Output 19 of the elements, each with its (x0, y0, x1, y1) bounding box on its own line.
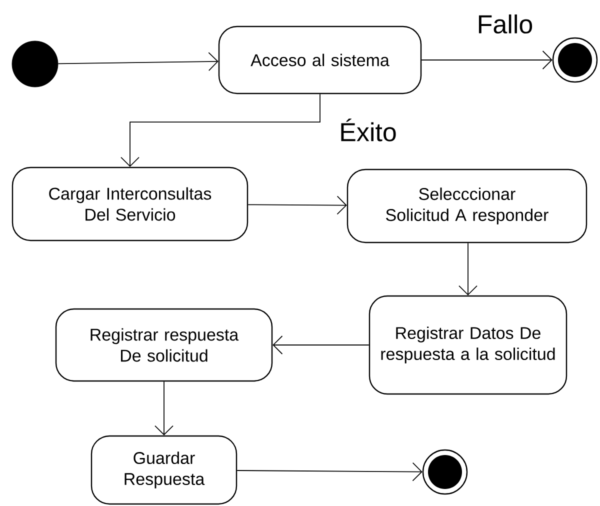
end-node (552, 37, 598, 83)
end-node (422, 449, 468, 495)
arrow (272, 336, 370, 354)
activity-box: Registrar Datos De respuesta a la solicitud (368, 295, 568, 395)
arrow (248, 196, 347, 215)
activity-box: Registrar respuesta De solicitud (55, 308, 273, 382)
arrow (58, 52, 218, 71)
activity-box: Acceso al sistema (218, 26, 422, 94)
start-node (12, 40, 58, 88)
activity-box: Cargar Interconsultas Del Servicio (12, 166, 248, 242)
arrow (120, 94, 320, 167)
activity-box: Guardar Respuesta (90, 435, 238, 505)
edge-label: Éxito (338, 118, 398, 142)
arrow (236, 462, 422, 482)
arrow (421, 50, 552, 70)
arrow (154, 381, 174, 436)
edge-label: Fallo (476, 13, 534, 35)
arrow (458, 242, 478, 296)
activity-box: Selecccionar Solicitud A responder (346, 168, 588, 244)
